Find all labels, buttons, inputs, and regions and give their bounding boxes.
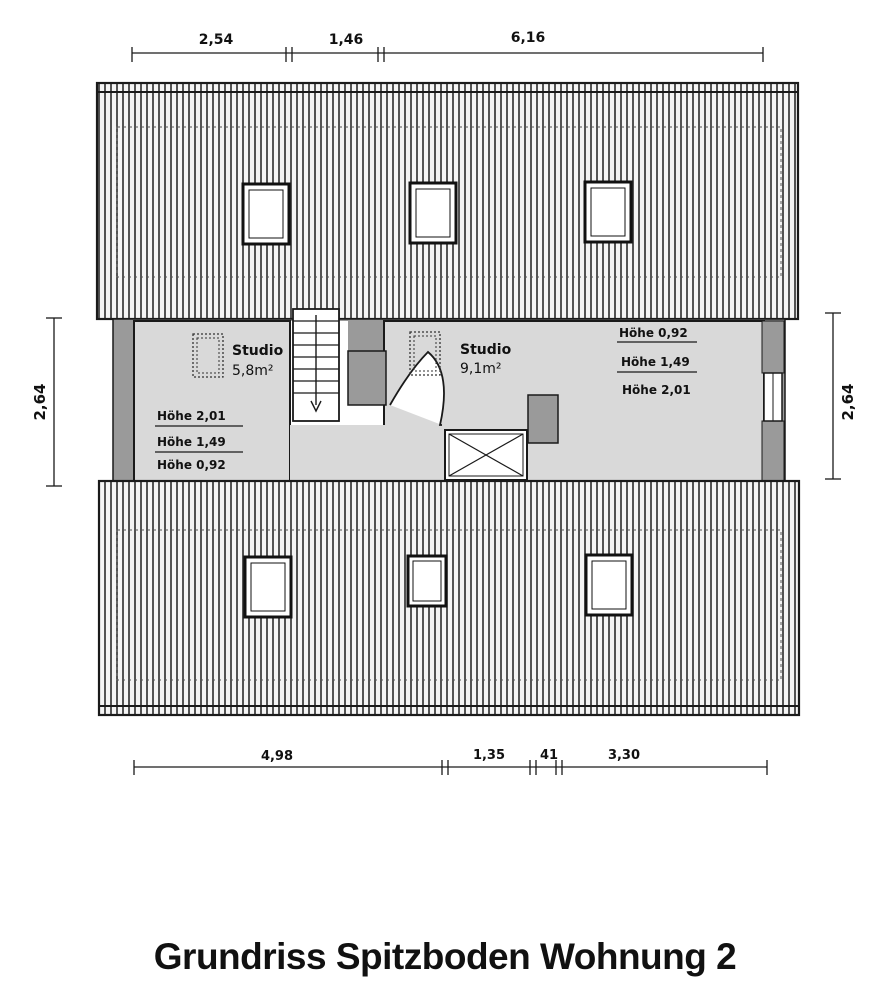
- lower-roof: [97, 479, 801, 717]
- lower-skylight-right: [584, 553, 634, 617]
- bottom-dimension-2: 1,35: [473, 748, 505, 763]
- skylight-projection-middle: [409, 331, 441, 376]
- upper-skylight-right: [583, 180, 633, 244]
- staircase: [292, 308, 340, 422]
- door-swing: [389, 350, 445, 426]
- top-dimension-2: 1,46: [329, 32, 364, 48]
- left-dimension-line: [46, 317, 62, 487]
- bottom-dimension-4: 3,30: [608, 748, 640, 763]
- page-title: Grundriss Spitzboden Wohnung 2: [153, 936, 737, 977]
- height-label-left-2: Höhe 1,49: [157, 435, 226, 449]
- upper-skylight-left: [241, 182, 291, 246]
- top-dimension-chain: [131, 47, 764, 62]
- bottom-dimension-chain: [133, 760, 768, 775]
- skylight-projection-left: [192, 333, 224, 378]
- room-area-right: 9,1m²: [460, 361, 502, 377]
- left-dimension: 2,64: [31, 383, 49, 420]
- room-name-right: Studio: [460, 342, 512, 358]
- upper-skylight-middle: [408, 181, 458, 245]
- top-dimension-3: 6,16: [511, 30, 546, 46]
- height-label-right-3: Höhe 2,01: [622, 383, 691, 397]
- height-label-right-1: Höhe 0,92: [619, 326, 688, 340]
- right-dimension-line: [825, 312, 841, 480]
- gable-window-right: [763, 372, 783, 422]
- right-dimension: 2,64: [839, 383, 857, 420]
- height-label-left-1: Höhe 2,01: [157, 409, 226, 423]
- lower-skylight-middle: [406, 554, 448, 608]
- upper-roof: [95, 81, 800, 321]
- bottom-dimension-3: 41: [540, 748, 558, 763]
- height-label-right-2: Höhe 1,49: [621, 355, 690, 369]
- top-dimension-1: 2,54: [199, 32, 234, 48]
- room-name-left: Studio: [232, 343, 284, 359]
- bottom-dimension-1: 4,98: [261, 749, 293, 764]
- height-label-left-3: Höhe 0,92: [157, 458, 226, 472]
- room-area-left: 5,8m²: [232, 363, 274, 379]
- floor-hatch: [444, 429, 528, 481]
- lower-skylight-left: [243, 555, 293, 619]
- floor-band: [112, 308, 786, 484]
